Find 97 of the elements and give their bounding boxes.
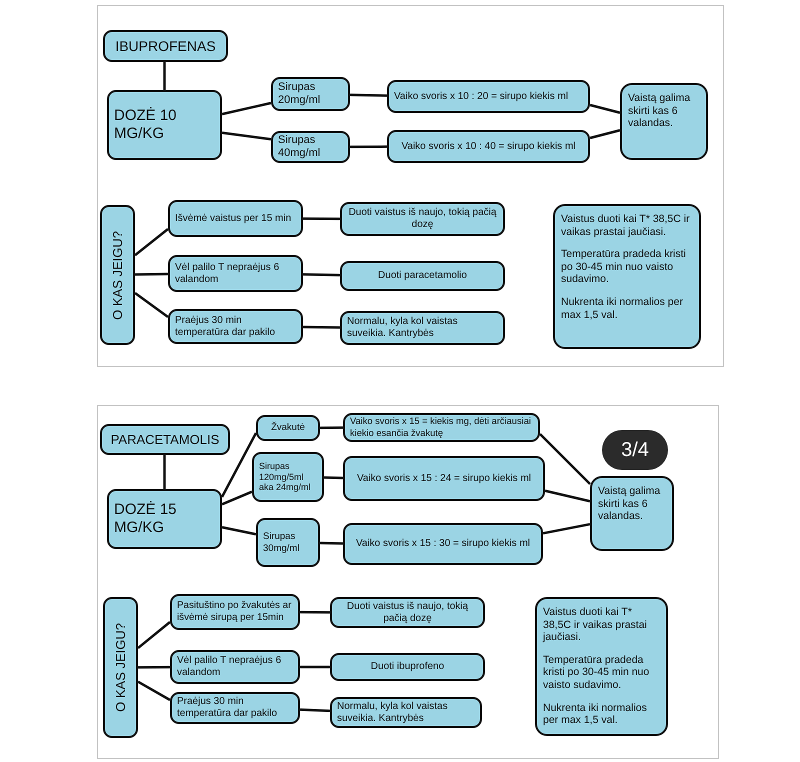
box-text: Nukrenta iki normalios per max 1,5 val.	[561, 296, 684, 322]
process-box	[100, 205, 135, 345]
box-text: O KAS JEIGU?	[110, 230, 126, 320]
box-text: Normalu, kyla kol vaistas suveikia. Kantrybės	[347, 316, 459, 340]
box-text: Sirupas 40mg/ml	[278, 134, 322, 160]
connector-line	[539, 433, 591, 485]
box-text: IBUPROFENAS	[114, 38, 217, 54]
process-box	[107, 489, 222, 549]
box-text: Išvėmė vaistus per 15 min	[175, 212, 292, 224]
process-box	[330, 697, 482, 728]
connector-line	[544, 490, 590, 502]
process-box	[590, 476, 674, 551]
connector-line	[222, 102, 272, 116]
connector-line	[590, 104, 620, 114]
process-box	[252, 452, 324, 502]
connector-line	[134, 272, 168, 276]
box-text: Vaistą galima skirti kas 6 valandas.	[598, 485, 662, 523]
connector-line	[138, 666, 170, 669]
process-box	[103, 597, 138, 738]
connector-line	[350, 94, 388, 97]
process-box	[343, 523, 543, 565]
box-text: Sirupas 120mg/5ml aka 24mg/ml	[259, 460, 312, 494]
box-text: Temperatūra pradeda kristi po 30-45 min nuo vaisto sudavimo.	[543, 654, 650, 692]
box-text: DOZĖ 15 MG/KG	[114, 501, 178, 537]
box-text: Vaiko svoris x 10 : 20 = sirupo kiekis ml	[394, 90, 570, 102]
box-text: Vaistus duoti kai T* 38,5C ir vaikas prastai jaučiasi.	[543, 606, 648, 644]
process-box	[170, 692, 300, 724]
connector-line	[163, 455, 166, 489]
box-text: Duoti paracetamolio	[377, 270, 468, 282]
connector-line	[134, 228, 169, 256]
connector-line	[222, 131, 272, 141]
box-text: Vaiko svoris x 15 = kiekis mg, dėti arčiausiai kiekio esančia žvakutę	[350, 416, 532, 439]
process-box	[387, 130, 590, 163]
connector-line	[137, 621, 171, 650]
box-text: Duoti vaistus iš naujo, tokią pačią dozę	[348, 207, 498, 231]
process-box	[330, 597, 485, 628]
box-text: O KAS JEIGU?	[112, 623, 128, 712]
process-box	[107, 90, 222, 160]
box-text: DOZĖ 10 MG/KG	[114, 107, 178, 143]
box-text: PARACETAMOLIS	[110, 432, 220, 448]
process-box	[256, 415, 320, 441]
process-box	[170, 594, 300, 630]
process-box	[170, 650, 300, 684]
connector-line	[320, 542, 344, 545]
connector-line	[220, 432, 258, 498]
process-box	[103, 30, 228, 62]
process-box	[330, 653, 485, 681]
process-box	[340, 202, 505, 236]
connector-line	[350, 145, 387, 148]
connector-line	[302, 326, 340, 329]
box-text: Normalu, kyla kol vaistas suveikia. Kantrybės	[337, 700, 449, 724]
connector-line	[222, 490, 252, 506]
box-text: Duoti ibuprofeno	[370, 661, 446, 673]
box-text: Temperatūra pradeda kristi po 30-45 min nuo vaisto sudavimo.	[561, 248, 687, 286]
process-box	[620, 83, 708, 160]
process-box	[343, 456, 545, 501]
connector-line	[222, 526, 256, 536]
box-text: Vaistą galima skirti kas 6 valandas.	[628, 92, 692, 130]
process-box	[271, 131, 350, 163]
box-text: Vaiko svoris x 10 : 40 = sirupo kiekis ml	[400, 140, 577, 152]
process-box	[535, 597, 668, 736]
process-box	[340, 261, 505, 291]
connector-line	[137, 680, 171, 702]
box-text: Sirupas 20mg/ml	[278, 80, 322, 108]
process-box	[168, 200, 303, 237]
box-text: Vaiko svoris x 15 : 30 = sirupo kiekis ml	[354, 538, 532, 550]
connector-line	[163, 62, 166, 90]
process-box	[340, 311, 505, 345]
connector-line	[590, 129, 620, 140]
connector-line	[134, 292, 169, 318]
box-text: Vėl palilo T nepraėjus 6 valandom	[175, 262, 280, 286]
box-text: Vaiko svoris x 15 : 24 = sirupo kiekis ml	[356, 472, 532, 484]
process-box	[271, 77, 350, 111]
box-text: Sirupas 30mg/ml	[263, 531, 300, 554]
connector-line	[320, 426, 343, 430]
connector-line	[542, 522, 590, 535]
connector-line	[300, 666, 330, 668]
process-box	[168, 255, 303, 292]
connector-line	[302, 273, 340, 276]
connector-line	[324, 476, 344, 480]
process-box	[553, 204, 701, 349]
box-text: Praėjus 30 min temperatūra dar pakilo	[175, 314, 276, 338]
connector-line	[300, 610, 330, 614]
box-text: Žvakutė	[270, 422, 306, 434]
process-box	[256, 518, 320, 567]
connector-line	[300, 708, 330, 712]
process-box	[387, 80, 590, 113]
box-text: Pasituštino po žvakutės ar išvėmė sirupą per 15min	[177, 600, 292, 624]
box-text: Vėl palilo T nepraėjus 6 valandom	[177, 655, 282, 679]
box-text: Duoti vaistus iš naujo, tokią pačią dozę	[346, 600, 470, 624]
connector-line	[303, 217, 340, 220]
process-box	[343, 413, 540, 442]
box-text: Vaistus duoti kai T* 38,5C ir vaikas prastai jaučiasi.	[561, 213, 691, 238]
process-box	[168, 309, 303, 344]
box-text: Nukrenta iki normalios per max 1,5 val.	[543, 702, 648, 727]
process-box	[100, 424, 230, 455]
box-text: Praėjus 30 min temperatūra dar pakilo	[177, 696, 278, 720]
